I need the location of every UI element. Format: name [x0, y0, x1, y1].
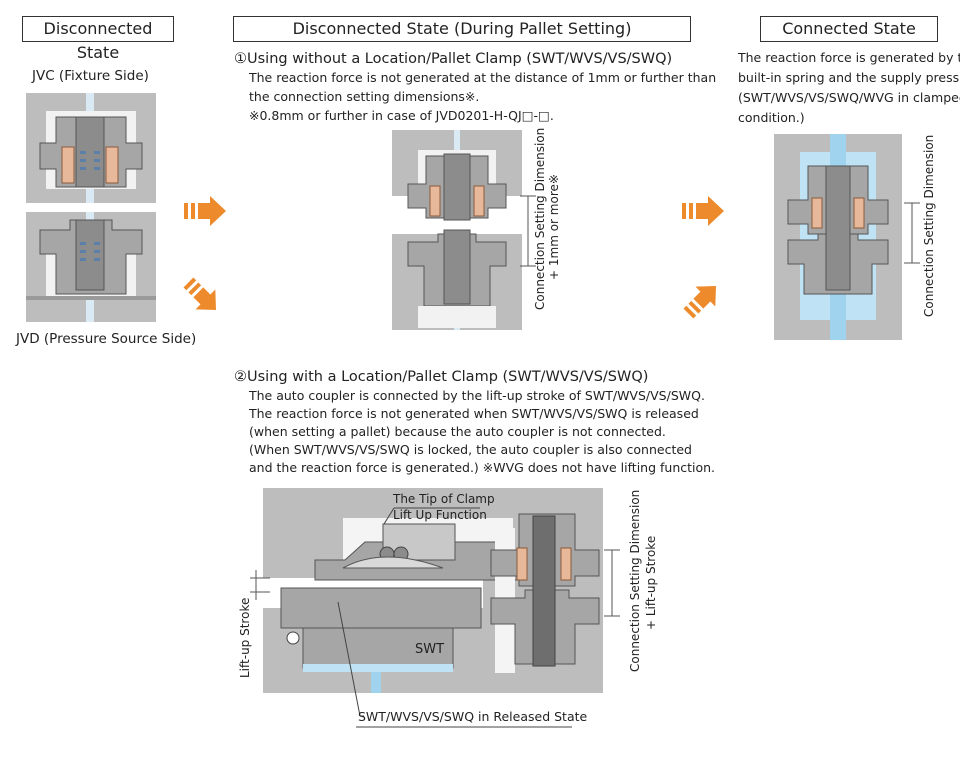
arrow-right-icon: [682, 196, 724, 226]
dimension-label: + Lift-up Stroke: [644, 535, 658, 630]
jvc-fixture-side-diagram: [26, 93, 156, 203]
dimension-arrow: [904, 202, 920, 264]
section1-line: ※0.8mm or further in case of JVD0201-H-Q…: [249, 108, 554, 123]
arrow-up-right-icon: [683, 285, 717, 319]
dimension-label: Connection Setting Dimension: [922, 134, 936, 317]
dimension-label: Connection Setting Dimension: [533, 127, 547, 310]
dimension-label: Connection Setting Dimension: [628, 489, 642, 672]
title-disconnected: Disconnected State: [22, 16, 174, 62]
coupler-setting-diagram: [392, 130, 522, 330]
lift-stroke-dimension: [250, 570, 270, 600]
jvc-label: JVC (Fixture Side): [32, 68, 149, 84]
section1-line: the connection setting dimensions※.: [249, 89, 480, 104]
section2-line: The auto coupler is connected by the lif…: [249, 388, 705, 403]
lift-up-stroke-label: Lift-up Stroke: [238, 597, 252, 678]
connected-desc-line: The reaction force is generated by the: [738, 50, 960, 65]
callout-leader-line: [383, 507, 480, 525]
released-state-leader: [337, 601, 364, 717]
section1-heading: ①Using without a Location/Pallet Clamp (…: [234, 51, 673, 67]
jvd-pressure-side-diagram: [26, 212, 156, 322]
section2-line: (When SWT/WVS/VS/SWQ is locked, the auto…: [249, 442, 692, 457]
arrow-right-icon: [184, 196, 226, 226]
swt-label: SWT: [415, 642, 445, 657]
coupler-connected-diagram: [774, 134, 902, 340]
section2-heading: ②Using with a Location/Pallet Clamp (SWT…: [234, 369, 649, 385]
connected-desc-line: (SWT/WVS/VS/SWQ/WVG in clamped: [738, 90, 960, 105]
callout-tip-of-clamp: The Tip of Clamp: [393, 492, 495, 506]
connected-desc-line: built-in spring and the supply pressure.: [738, 70, 960, 85]
arrow-down-right-icon: [183, 277, 217, 311]
clamp-and-coupler-diagram: [263, 488, 603, 693]
title-connected: Connected State: [760, 16, 938, 42]
released-label-underline: [356, 726, 572, 728]
jvd-label: JVD (Pressure Source Side): [16, 331, 197, 347]
title-disconnected-pallet-setting: Disconnected State (During Pallet Settin…: [233, 16, 691, 42]
dimension-label: + 1mm or more※: [547, 174, 561, 280]
dimension-arrow: [604, 549, 620, 617]
section2-line: (when setting a pallet) because the auto…: [249, 424, 666, 439]
section2-line: The reaction force is not generated when…: [249, 406, 699, 421]
section2-line: and the reaction force is generated.) ※W…: [249, 460, 716, 475]
callout-lift-up-function: Lift Up Function: [393, 508, 487, 522]
section1-line: The reaction force is not generated at t…: [249, 70, 717, 85]
connected-desc-line: condition.): [738, 110, 805, 125]
dimension-arrow: [520, 195, 536, 267]
released-state-label: SWT/WVS/VS/SWQ in Released State: [358, 709, 588, 724]
